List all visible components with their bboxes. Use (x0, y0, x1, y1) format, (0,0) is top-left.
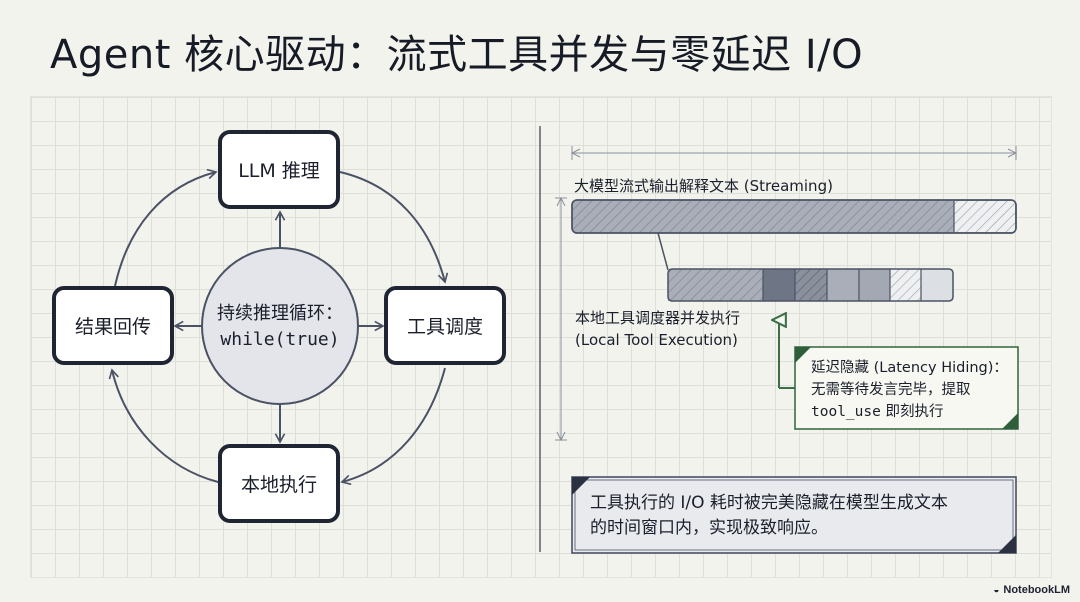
node-local-execution-label: 本地执行 (241, 474, 317, 496)
node-result-return: 结果回传 (52, 286, 174, 365)
callout-line-3: tool_use 即刻执行 (811, 403, 943, 420)
conclusion-box: 工具执行的 I/O 耗时被完美隐藏在模型生成文本 的时间窗口内，实现极致响应。 (571, 476, 1017, 554)
timeline-diagram: 大模型流式输出解释文本 (Streaming) (555, 146, 1019, 554)
node-local-execution: 本地执行 (218, 444, 340, 523)
node-result-return-label: 结果回传 (75, 316, 151, 338)
center-loop-title: 持续推理循环： (217, 303, 343, 324)
conclusion-line-2: 的时间窗口内，实现极致响应。 (590, 518, 828, 538)
execution-label-en: (Local Tool Execution) (575, 331, 738, 349)
node-llm-inference: LLM 推理 (218, 130, 340, 209)
node-llm-inference-label: LLM 推理 (238, 160, 320, 182)
page-title: Agent 核心驱动：流式工具并发与零延迟 I/O (50, 32, 864, 78)
latency-hiding-callout: 延迟隐藏 (Latency Hiding)： 无需等待发言完毕，提取 tool_… (794, 346, 1019, 430)
center-loop-code: while(true) (220, 329, 339, 350)
streaming-label: 大模型流式输出解释文本 (Streaming) (574, 177, 833, 195)
streaming-bar (571, 199, 1017, 234)
callout-line-1: 延迟隐藏 (Latency Hiding)： (811, 359, 1008, 376)
arrow-top-to-right (339, 171, 449, 284)
callout-line-2: 无需等待发言完毕，提取 (811, 380, 971, 398)
brand-watermark: ◒ NotebookLM (993, 584, 1070, 596)
arrow-bottom-to-left (108, 368, 219, 483)
notebooklm-logo-icon: ◒ (993, 584, 1000, 596)
stream-to-exec-connector (657, 232, 669, 271)
node-tool-dispatch: 工具调度 (384, 286, 506, 365)
cycle-diagram: 持续推理循环： while(true) LLM 推理 工具调度 本地执行 结果回… (52, 130, 506, 523)
callout-tool-use-code: tool_use (811, 404, 881, 420)
arrow-left-to-top (114, 168, 218, 287)
conclusion-line-1: 工具执行的 I/O 耗时被完美隐藏在模型生成文本 (590, 493, 948, 513)
arrow-right-to-bottom (340, 367, 446, 486)
node-tool-dispatch-label: 工具调度 (407, 316, 483, 338)
callout-line-3-rest: 即刻执行 (881, 403, 944, 420)
center-loop-circle (201, 247, 359, 405)
brand-name: NotebookLM (1003, 584, 1070, 596)
execution-bar (667, 268, 954, 302)
execution-label-cn: 本地工具调度器并发执行 (575, 309, 740, 327)
